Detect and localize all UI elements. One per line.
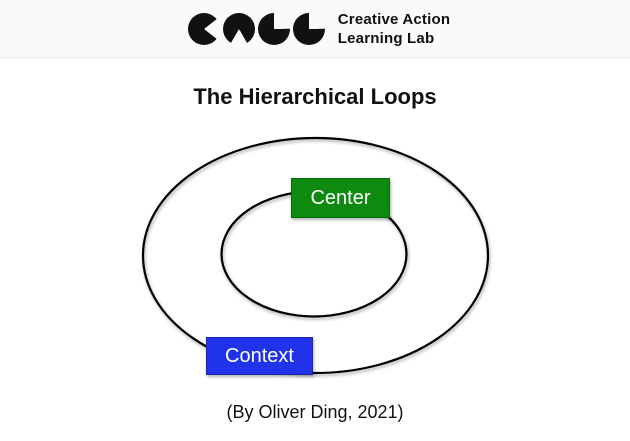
logo-wordmark: Creative Action Learning Lab [338,10,450,48]
context-label: Context [225,344,294,367]
header: Creative Action Learning Lab [0,0,630,58]
logo-wordmark-line1: Creative Action [337,10,451,28]
page-title: The Hierarchical Loops [193,84,437,109]
center-label-box: Center [291,178,390,218]
call-pacman-logo-icon [187,12,325,45]
center-label: Center [310,186,371,209]
logo-wordmark-line2: Learning Lab [337,29,435,47]
brand-logo: Creative Action Learning Lab [187,10,450,48]
attribution-text: (By Oliver Ding, 2021) [226,402,404,422]
logo-glyph-l2-icon [292,12,325,45]
context-label-box: Context [206,337,313,375]
logo-glyph-l1-icon [257,12,290,45]
logo-glyph-a-icon [222,12,255,45]
outer-loop-ellipse [141,136,490,375]
logo-glyph-c-icon [187,12,220,45]
